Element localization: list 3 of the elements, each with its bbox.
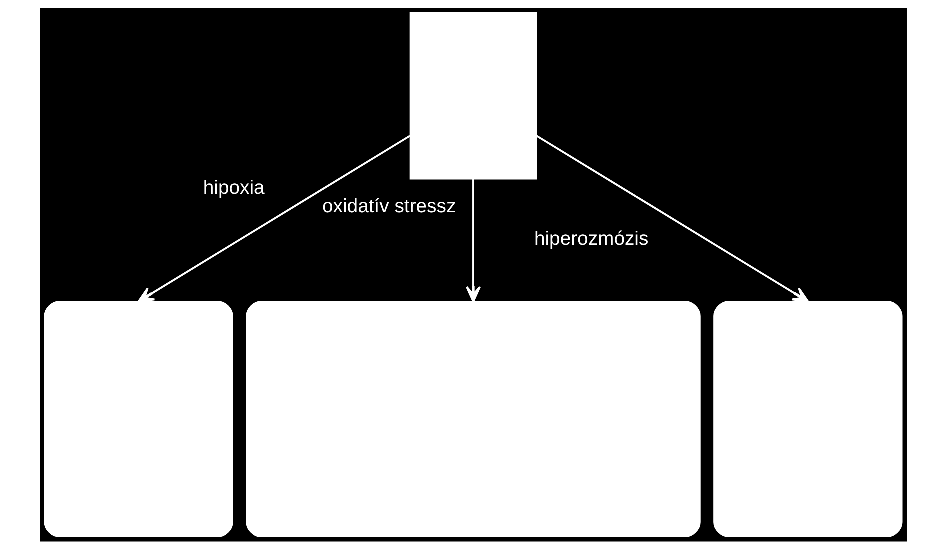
- edge-label: hiperozmózis: [534, 228, 648, 250]
- edge-label: hipoxia: [202, 177, 264, 200]
- edge-label: oxidatív stressz: [322, 195, 456, 218]
